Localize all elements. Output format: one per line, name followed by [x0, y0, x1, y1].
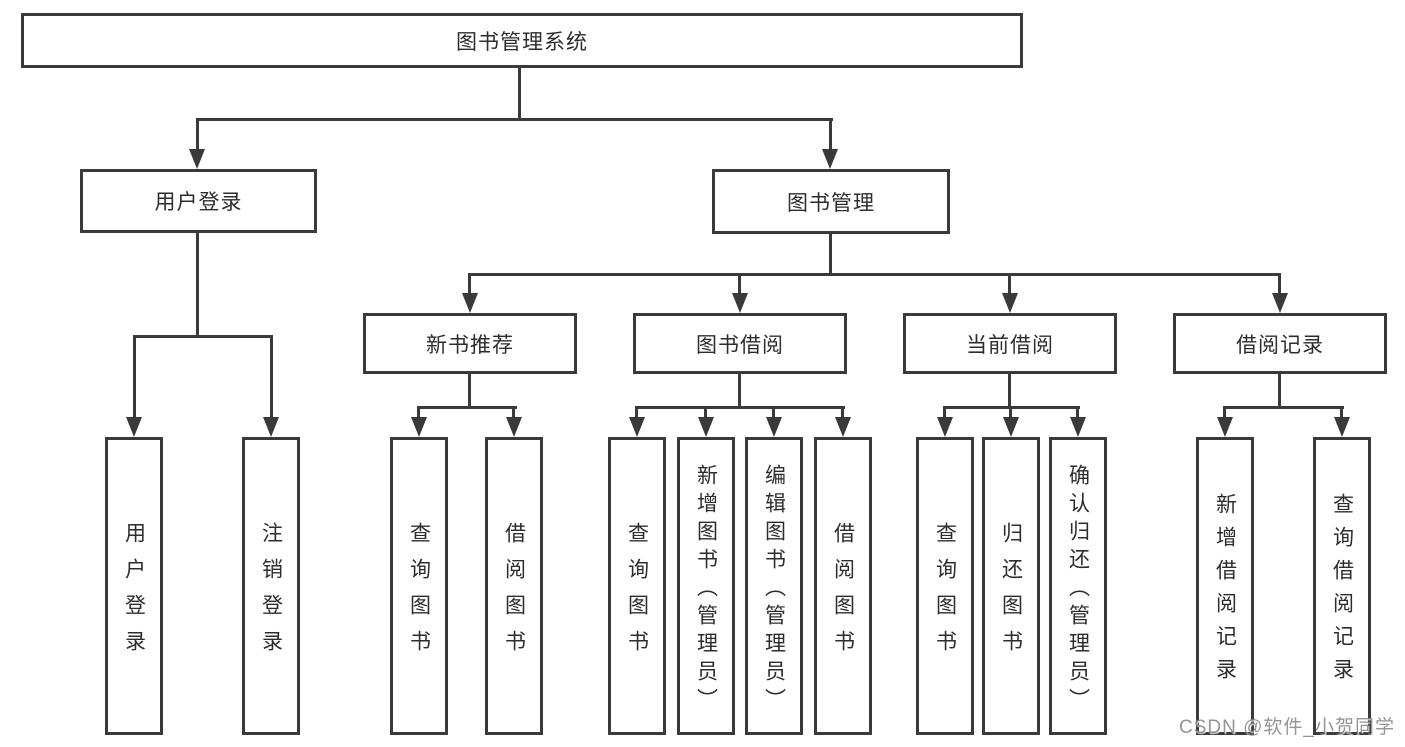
connector-g5-branch [1223, 406, 1344, 409]
leaf-label: 新增图书（管理员） [694, 463, 718, 716]
leaf-return-books: 归还图书 [982, 437, 1040, 735]
arrow-down-icon [462, 293, 478, 313]
leaf-query-books-borrow: 查询图书 [608, 437, 666, 735]
leaf-edit-book-admin: 编辑图书（管理员） [745, 437, 803, 735]
connector-trunk-borrow [738, 374, 741, 409]
arrow-down-icon [263, 417, 279, 437]
leaf-label: 注销登录 [259, 521, 283, 666]
connector-stem [829, 121, 832, 150]
leaf-query-borrow-record: 查询借阅记录 [1313, 437, 1371, 735]
connector-g4-branch [943, 406, 1080, 409]
arrow-down-icon [1003, 417, 1019, 437]
arrow-down-icon [506, 417, 522, 437]
leaf-label: 用户登录 [122, 521, 146, 666]
leaf-logout: 注销登录 [242, 437, 300, 735]
connector-g1-branch [133, 335, 273, 338]
connector-stem [1340, 409, 1343, 418]
leaf-label: 确认归还（管理员） [1066, 463, 1090, 716]
connector-stem [704, 409, 707, 418]
leaf-label: 查询图书 [625, 521, 649, 666]
connector-stem [1223, 409, 1226, 418]
arrow-down-icon [822, 149, 838, 169]
connector-stem [270, 338, 273, 418]
connector-stem [635, 409, 638, 418]
connector-stem [1076, 409, 1079, 418]
arrow-down-icon [937, 417, 953, 437]
connector-stem [1278, 276, 1281, 294]
connector-stem [196, 121, 199, 150]
leaf-label: 借阅图书 [502, 521, 526, 666]
connector-trunk-records [1278, 374, 1281, 409]
arrow-down-icon [1002, 293, 1018, 313]
arrow-down-icon [1334, 417, 1350, 437]
leaf-query-books-current: 查询图书 [916, 437, 974, 735]
leaf-label: 查询图书 [933, 521, 957, 666]
connector-g3-branch [635, 406, 845, 409]
leaf-user-login: 用户登录 [105, 437, 163, 735]
leaf-label: 借阅图书 [831, 521, 855, 666]
leaf-borrow-books: 借阅图书 [814, 437, 872, 735]
arrow-down-icon [189, 149, 205, 169]
arrow-down-icon [698, 417, 714, 437]
leaf-label: 新增借阅记录 [1213, 493, 1237, 691]
arrow-down-icon [126, 417, 142, 437]
leaf-confirm-return-admin: 确认归还（管理员） [1049, 437, 1107, 735]
arrow-down-icon [732, 293, 748, 313]
connector-stem [841, 409, 844, 418]
leaf-label: 查询图书 [407, 521, 431, 666]
leaf-query-books-recommend: 查询图书 [390, 437, 448, 735]
connector-root-trunk [518, 68, 521, 121]
leaf-add-borrow-record: 新增借阅记录 [1196, 437, 1254, 735]
connector-stem [943, 409, 946, 418]
arrow-down-icon [629, 417, 645, 437]
leaf-label: 查询借阅记录 [1330, 493, 1354, 691]
leaf-add-book-admin: 新增图书（管理员） [677, 437, 735, 735]
connector-stem [468, 276, 471, 294]
leaf-label: 归还图书 [999, 521, 1023, 666]
connector-stem [1009, 409, 1012, 418]
connector-stem [133, 338, 136, 418]
connector-stem [512, 409, 515, 418]
connector-stem [1008, 276, 1011, 294]
node-borrow-records: 借阅记录 [1173, 313, 1387, 374]
leaf-borrow-books-recommend: 借阅图书 [485, 437, 543, 735]
leaf-label: 编辑图书（管理员） [762, 463, 786, 716]
arrow-down-icon [1217, 417, 1233, 437]
node-current-borrow: 当前借阅 [903, 313, 1117, 374]
node-book-borrow: 图书借阅 [633, 313, 847, 374]
csdn-watermark: CSDN @软件_小贺同学 [1179, 717, 1395, 738]
connector-user-trunk [196, 233, 199, 338]
connector-stem [417, 409, 420, 418]
arrow-down-icon [411, 417, 427, 437]
connector-l3-branch [468, 273, 1281, 276]
connector-trunk-current [1008, 374, 1011, 409]
connector-g2-branch [417, 406, 517, 409]
connector-l2-branch [196, 118, 833, 121]
connector-trunk-recommend [468, 374, 471, 409]
node-new-book-recommend: 新书推荐 [363, 313, 577, 374]
connector-mgmt-trunk [829, 234, 832, 276]
arrow-down-icon [835, 417, 851, 437]
connector-stem [738, 276, 741, 294]
arrow-down-icon [1272, 293, 1288, 313]
arrow-down-icon [1070, 417, 1086, 437]
root-node-library-system: 图书管理系统 [21, 13, 1023, 68]
node-book-management: 图书管理 [712, 169, 950, 234]
arrow-down-icon [766, 417, 782, 437]
node-user-login: 用户登录 [80, 169, 317, 233]
connector-stem [772, 409, 775, 418]
